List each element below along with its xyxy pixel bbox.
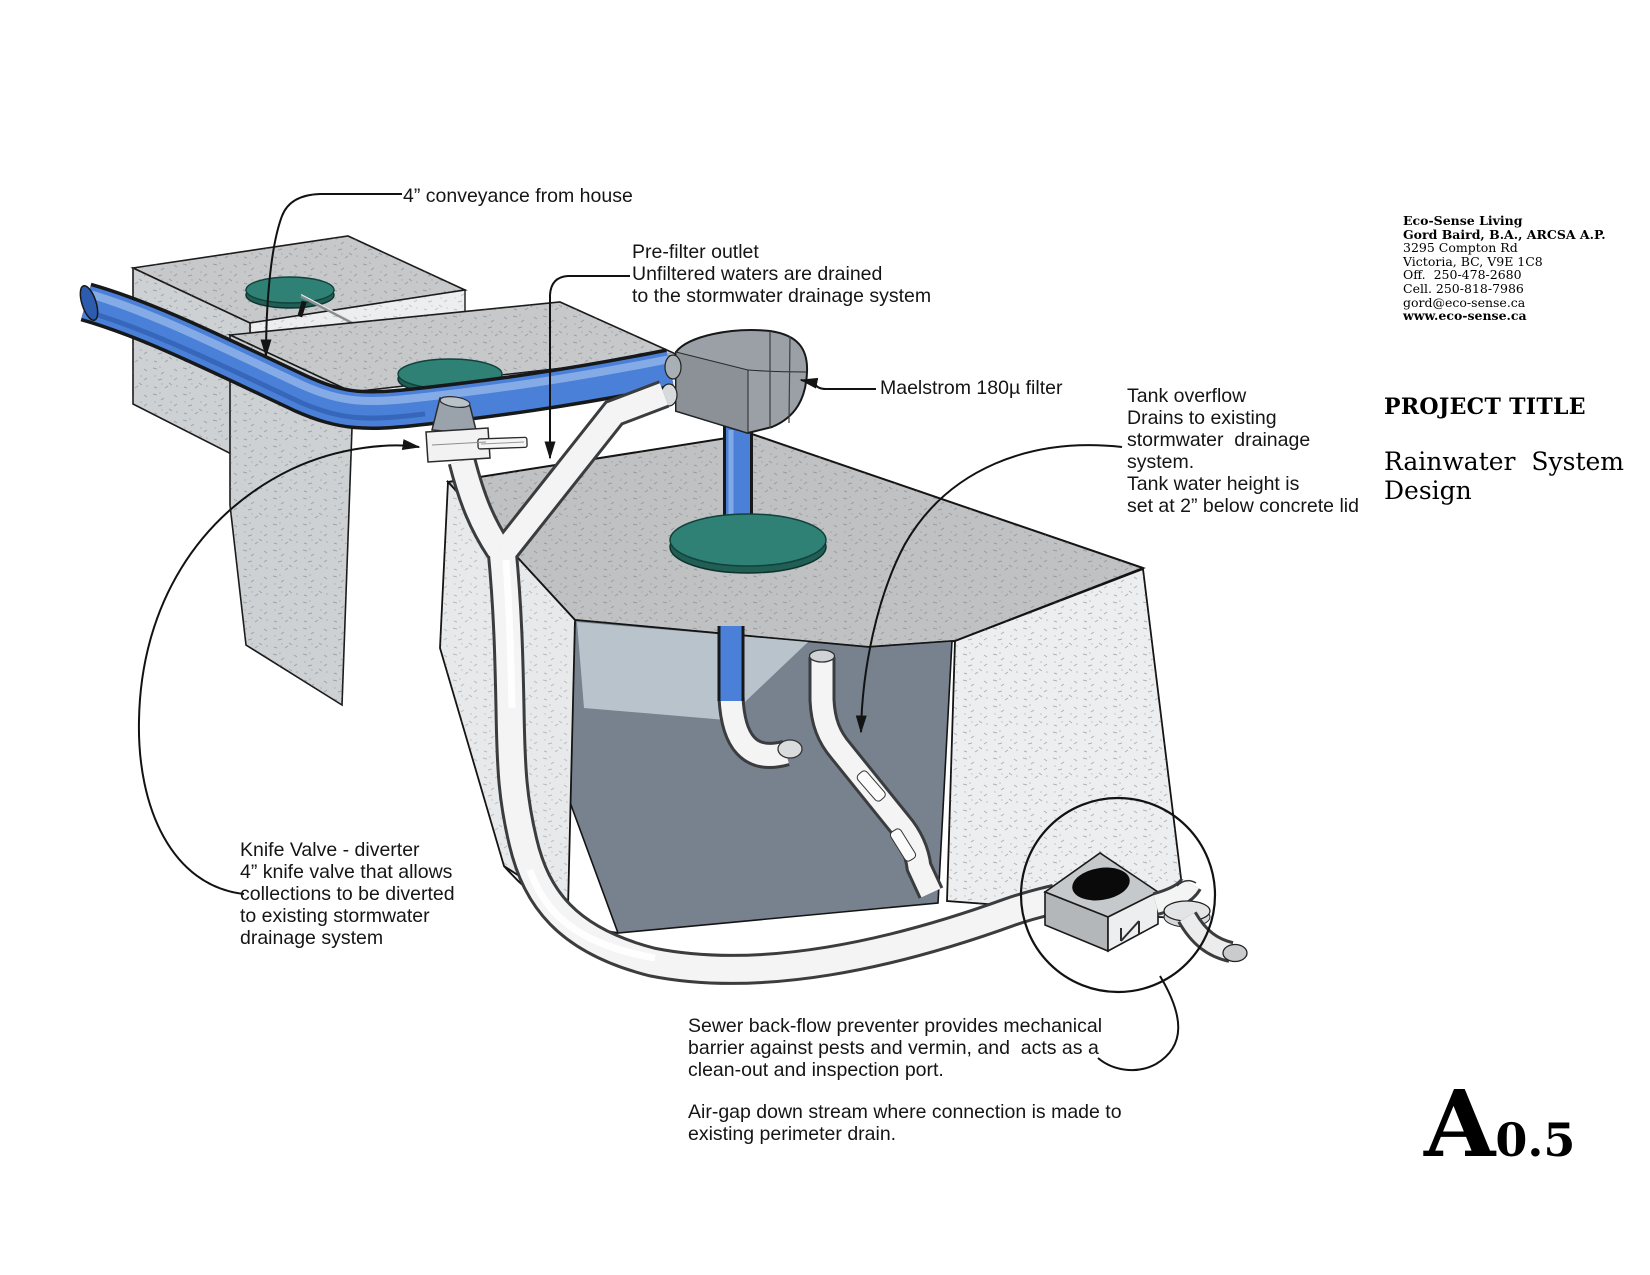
detail-circle-leader [1097,975,1180,1071]
owner-name: Gord Baird, B.A., ARCSA A.P. [1403,226,1606,242]
interior-pipes [717,626,944,899]
label-conveyance: 4” conveyance from house [403,185,633,207]
company-name: Eco-Sense Living [1403,213,1523,228]
cell-phone: Cell. 250-818-7986 [1403,280,1524,296]
filter-inlet-collar [664,354,682,380]
prefilter-outlet-pipe [494,383,669,560]
address-line1: 3295 Compton Rd [1403,240,1518,256]
leader-overflow [855,444,1123,734]
inlet-elbow [720,696,789,766]
address-line2: Victoria, BC, V9E 1C8 [1403,253,1543,269]
backflow-preventer [1043,852,1248,963]
diverter-drop-pipe [450,458,509,557]
leader-maelstrom [799,377,876,390]
email: gord@eco-sense.ca [1403,294,1526,310]
check-valve-glyph [1120,920,1140,942]
leader-prefilter [544,275,630,460]
label-airgap: Air-gap down stream where connection is … [688,1101,1122,1145]
label-tank-overflow: Tank overflow Drains to existing stormwa… [1127,385,1359,517]
sheet-letter: A [1424,1070,1496,1178]
label-prefilter: Pre-filter outlet Unfiltered waters are … [632,241,932,307]
tank1-lid [245,276,335,304]
knife-valve [425,396,528,463]
title-block-contact: Eco-Sense Living Gord Baird, B.A., ARCSA… [1403,214,1606,323]
inspection-port-hole [1072,867,1130,901]
leader-knife-valve [137,439,421,895]
label-backflow-preventer: Sewer back-flow preventer provides mecha… [688,1015,1103,1081]
website: www.eco-sense.ca [1403,308,1527,324]
leader-lines [137,193,1123,895]
detail-circle [1019,796,1217,994]
sheet-decimal: 0.5 [1495,1113,1576,1167]
leader-conveyance [260,193,402,358]
sheet-number: A0.5 [1424,1078,1575,1170]
project-name: Rainwater System Design [1384,447,1625,505]
label-knife-valve: Knife Valve - diverter 4” knife valve th… [240,839,455,949]
office-phone: Off. 250-478-2680 [1403,267,1522,283]
white-drain-pipes [447,380,1060,985]
airgap-spout [1180,912,1234,960]
project-title-label: PROJECT TITLE [1384,394,1586,420]
supply-pipe [79,282,674,430]
tank-access-disc [669,513,827,574]
maelstrom-filter [660,329,809,435]
sensor-rod-tip [297,300,307,318]
label-maelstrom-filter: Maelstrom 180µ filter [880,377,1063,399]
tank-interior-wall [577,622,808,720]
